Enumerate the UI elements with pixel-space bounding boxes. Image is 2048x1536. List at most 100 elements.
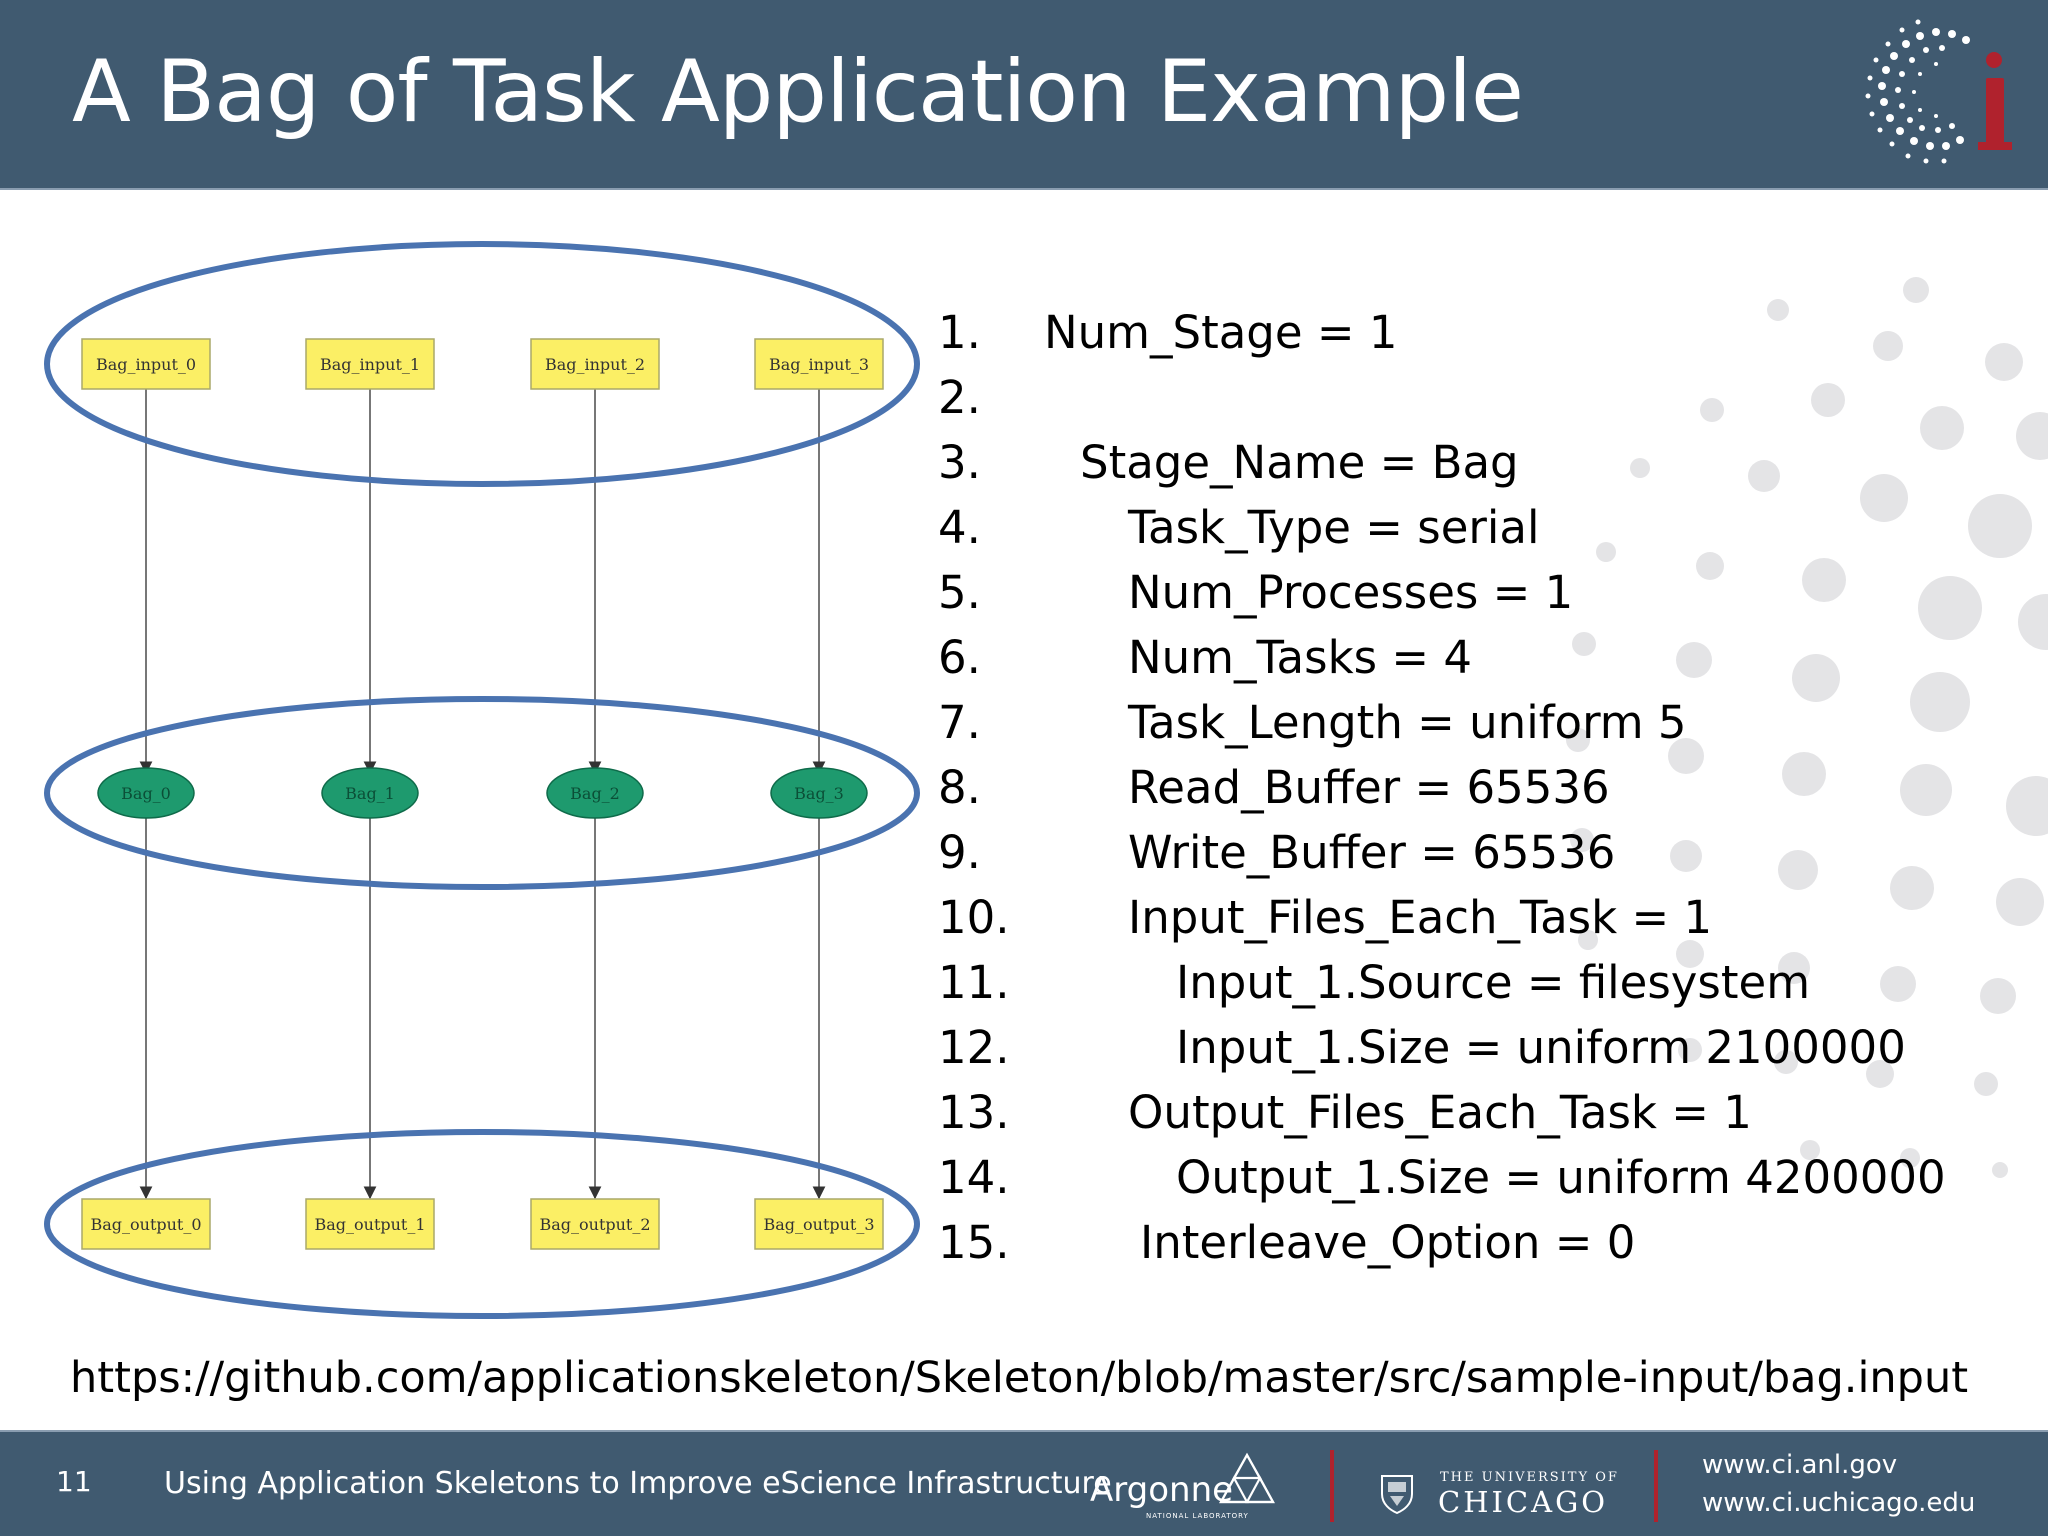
uchicago-crest-icon	[1381, 1475, 1413, 1514]
argonne-triangle-icon	[1219, 1452, 1275, 1504]
file-node-box	[754, 1198, 884, 1250]
config-line-number: 11.	[938, 956, 1010, 1009]
file-node-label: Bag_output_1	[314, 1215, 425, 1234]
config-line: 4.Task_Type = serial	[938, 495, 2018, 560]
file-node-box	[305, 338, 435, 390]
footer-divider	[1330, 1450, 1334, 1522]
file-node: Bag_input_0	[81, 338, 211, 390]
page-number: 11	[56, 1465, 92, 1498]
config-line-text: Num_Tasks = 4	[1128, 631, 1473, 684]
footer-link-anl[interactable]: www.ci.anl.gov	[1702, 1450, 1898, 1480]
background-dot-pattern	[1566, 277, 2048, 1178]
file-node: Bag_output_0	[81, 1198, 211, 1250]
footer-divider	[1654, 1450, 1658, 1522]
file-node-label: Bag_output_3	[763, 1215, 874, 1234]
bag-input-config-list: 1. Num_Stage = 1 2. 3. Stage_Name = Bag 4.Tas…	[938, 300, 2018, 1275]
file-node: Bag_input_2	[530, 338, 660, 390]
file-node-label: Bag_output_0	[90, 1215, 201, 1234]
stage-group-ellipse	[44, 241, 920, 487]
uchicago-line1: THE UNIVERSITY OF	[1440, 1470, 1619, 1485]
config-line-text: Output_1.Size = uniform 4200000	[1176, 1151, 1946, 1204]
footer-title: Using Application Skeletons to Improve e…	[164, 1466, 1112, 1501]
config-line-number: 15.	[938, 1216, 1010, 1269]
argonne-logo: Argonne NATIONAL LABORATORY	[1090, 1452, 1280, 1522]
footer-links: www.ci.anl.gov www.ci.uchicago.edu	[1702, 1446, 1975, 1522]
config-line-number: 14.	[938, 1151, 1010, 1204]
config-line-number: 6.	[938, 631, 981, 684]
config-line: 6. Num_Tasks = 4	[938, 625, 2018, 690]
task-node: Bag_2	[546, 767, 644, 819]
stage-group-ellipse	[44, 696, 920, 890]
config-line: 11. Input_1.Source = filesystem	[938, 950, 2018, 1015]
dag-nodes: Bag_input_0 Bag_input_1 Bag_input_2 Bag_inp…	[81, 338, 884, 1250]
file-node-label: Bag_input_1	[320, 355, 420, 374]
config-line-number: 4.	[938, 501, 981, 554]
config-line: 14. Output_1.Size = uniform 4200000	[938, 1145, 2018, 1210]
task-node-label: Bag_3	[794, 784, 844, 803]
file-node: Bag_input_3	[754, 338, 884, 390]
file-node-label: Bag_output_2	[539, 1215, 650, 1234]
config-line: 7.Task_Length = uniform 5	[938, 690, 2018, 755]
config-line-number: 7.	[938, 696, 981, 749]
bag-of-tasks-dag: Bag_input_0 Bag_input_1 Bag_input_2 Bag_inp…	[44, 241, 920, 1319]
config-line-number: 5.	[938, 566, 981, 619]
config-line: 5. Num_Processes = 1	[938, 560, 2018, 625]
config-line: 1. Num_Stage = 1	[938, 300, 2018, 365]
header-bar: A Bag of Task Application Example	[0, 0, 2048, 190]
task-node: Bag_3	[770, 767, 868, 819]
source-url[interactable]: https://github.com/applicationskeleton/S…	[70, 1353, 1969, 1403]
file-node-box	[81, 1198, 211, 1250]
dag-edges	[139, 389, 826, 1200]
config-line: 12. Input_1.Size = uniform 2100000	[938, 1015, 2018, 1080]
config-line-number: 12.	[938, 1021, 1010, 1074]
config-line-text: Interleave_Option = 0	[1140, 1216, 1636, 1269]
config-line-text: Output_Files_Each_Task = 1	[1128, 1086, 1752, 1139]
uchicago-logo: THE UNIVERSITY OF CHICAGO	[1380, 1468, 1617, 1528]
config-line-number: 8.	[938, 761, 981, 814]
file-node-box	[754, 338, 884, 390]
task-node-label: Bag_2	[570, 784, 620, 803]
task-node-label: Bag_0	[121, 784, 171, 803]
task-node-shape	[97, 767, 195, 819]
file-node-label: Bag_input_3	[769, 355, 869, 374]
ci-logo-dots	[1865, 19, 2012, 164]
task-node-shape	[321, 767, 419, 819]
file-node-label: Bag_input_2	[545, 355, 645, 374]
config-line: 15. Interleave_Option = 0	[938, 1210, 2018, 1275]
config-line-number: 2.	[938, 371, 981, 424]
config-line-text: Read_Buffer = 65536	[1128, 761, 1610, 814]
config-line-text: Stage_Name = Bag	[1080, 436, 1519, 489]
argonne-subtitle: NATIONAL LABORATORY	[1146, 1512, 1249, 1520]
task-node: Bag_0	[97, 767, 195, 819]
config-line: 9.Write_Buffer = 65536	[938, 820, 2018, 885]
file-node: Bag_output_2	[530, 1198, 660, 1250]
task-node-shape	[546, 767, 644, 819]
config-line-number: 3.	[938, 436, 981, 489]
config-line-text: Input_1.Size = uniform 2100000	[1176, 1021, 1906, 1074]
file-node: Bag_output_3	[754, 1198, 884, 1250]
task-node-label: Bag_1	[345, 784, 395, 803]
stage-group-ellipse	[44, 1129, 920, 1319]
uchicago-line2: CHICAGO	[1438, 1485, 1609, 1519]
slide-title: A Bag of Task Application Example	[72, 42, 1524, 142]
config-line-text: Write_Buffer = 65536	[1128, 826, 1616, 879]
footer-link-uchicago[interactable]: www.ci.uchicago.edu	[1702, 1488, 1976, 1518]
config-line-number: 10.	[938, 891, 1010, 944]
task-node-shape	[770, 767, 868, 819]
config-line-text: Num_Processes = 1	[1128, 566, 1574, 619]
file-node: Bag_output_1	[305, 1198, 435, 1250]
config-line-number: 13.	[938, 1086, 1010, 1139]
file-node-box	[305, 1198, 435, 1250]
config-line: 10. Input_Files_Each_Task = 1	[938, 885, 2018, 950]
config-line-text: Input_1.Source = filesystem	[1176, 956, 1811, 1009]
file-node-label: Bag_input_0	[96, 355, 196, 374]
file-node-box	[81, 338, 211, 390]
config-line-text: Input_Files_Each_Task = 1	[1128, 891, 1713, 944]
config-line: 2.	[938, 365, 2018, 430]
file-node-box	[530, 1198, 660, 1250]
task-node: Bag_1	[321, 767, 419, 819]
config-line: 13. Output_Files_Each_Task = 1	[938, 1080, 2018, 1145]
config-line-number: 1.	[938, 306, 981, 359]
config-line-text: Num_Stage = 1	[1044, 306, 1398, 359]
